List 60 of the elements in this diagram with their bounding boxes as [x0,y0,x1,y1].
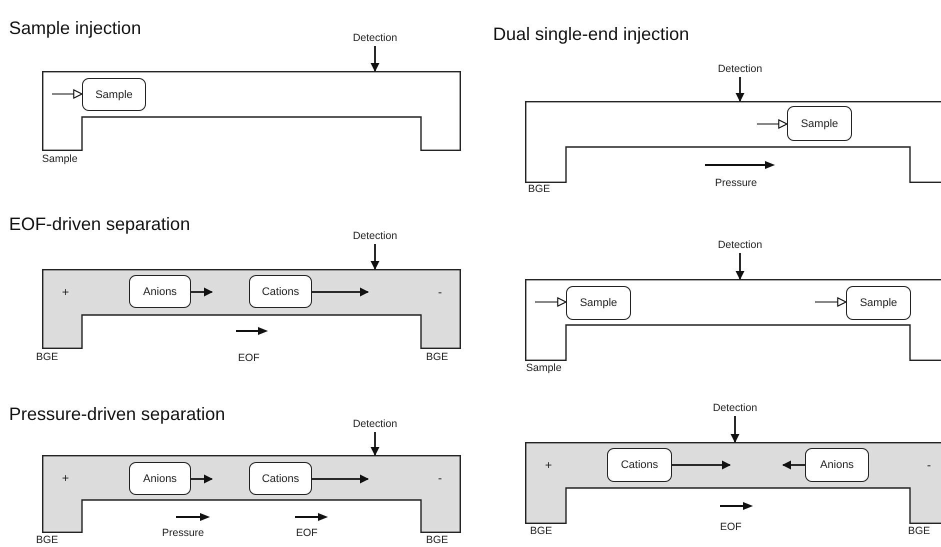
zone-box: Anions [129,462,191,495]
panel-heading: Sample injection [9,18,142,40]
arrow [370,432,380,456]
port-label: BGE [530,525,552,538]
arrow [730,416,740,443]
detection-label: Detection [712,239,768,252]
arrow [370,244,380,270]
zone-box: Sample [82,78,146,111]
zone-box: Sample [787,106,852,141]
arrow [815,297,847,307]
detection-label: Detection [707,402,763,415]
polarity-sign: - [927,458,931,472]
detection-label: Detection [347,32,403,45]
capillary-channel [42,269,461,349]
detection-label: Detection [712,63,768,76]
arrow [672,460,731,470]
flow-label: EOF [720,521,742,534]
arrow [736,77,744,102]
arrow [370,46,380,72]
arrow [757,119,788,129]
arrow [782,460,805,470]
port-label: BGE [528,183,550,196]
detection-label: Detection [347,230,403,243]
flow-label: Pressure [162,527,204,540]
capillary-channel [42,71,461,151]
arrow [191,288,213,296]
polarity-sign: - [438,471,442,486]
panel-heading: EOF-driven separation [9,214,190,236]
flow-label: EOF [296,527,318,540]
detection-label: Detection [347,418,403,431]
zone-box: Sample [846,286,911,320]
capillary-channel [525,279,941,361]
zone-box: Anions [805,448,869,482]
arrow [312,474,369,484]
zone-box: Anions [129,275,191,308]
port-label: BGE [426,534,448,547]
port-label: BGE [36,351,58,364]
zone-box: Cations [249,462,312,495]
arrow [736,253,744,280]
polarity-sign: - [438,285,442,300]
port-label: BGE [36,534,58,547]
zone-box: Cations [607,448,672,482]
polarity-sign: + [62,471,70,486]
capillary-channel [525,442,941,524]
arrow [191,474,213,484]
port-label: BGE [908,525,930,538]
arrow [312,288,369,296]
arrow [52,89,83,99]
panel-heading: Dual single-end injection [493,24,690,46]
panel-heading: Pressure-driven separation [9,404,226,426]
port-label: Sample [42,153,78,166]
polarity-sign: + [62,285,70,300]
port-label: BGE [426,351,448,364]
flow-label: Pressure [715,177,758,190]
flow-label: EOF [238,352,260,365]
zone-box: Cations [249,275,312,308]
arrow [535,297,567,307]
zone-box: Sample [566,286,631,320]
polarity-sign: + [545,458,552,472]
port-label: Sample [526,362,562,375]
